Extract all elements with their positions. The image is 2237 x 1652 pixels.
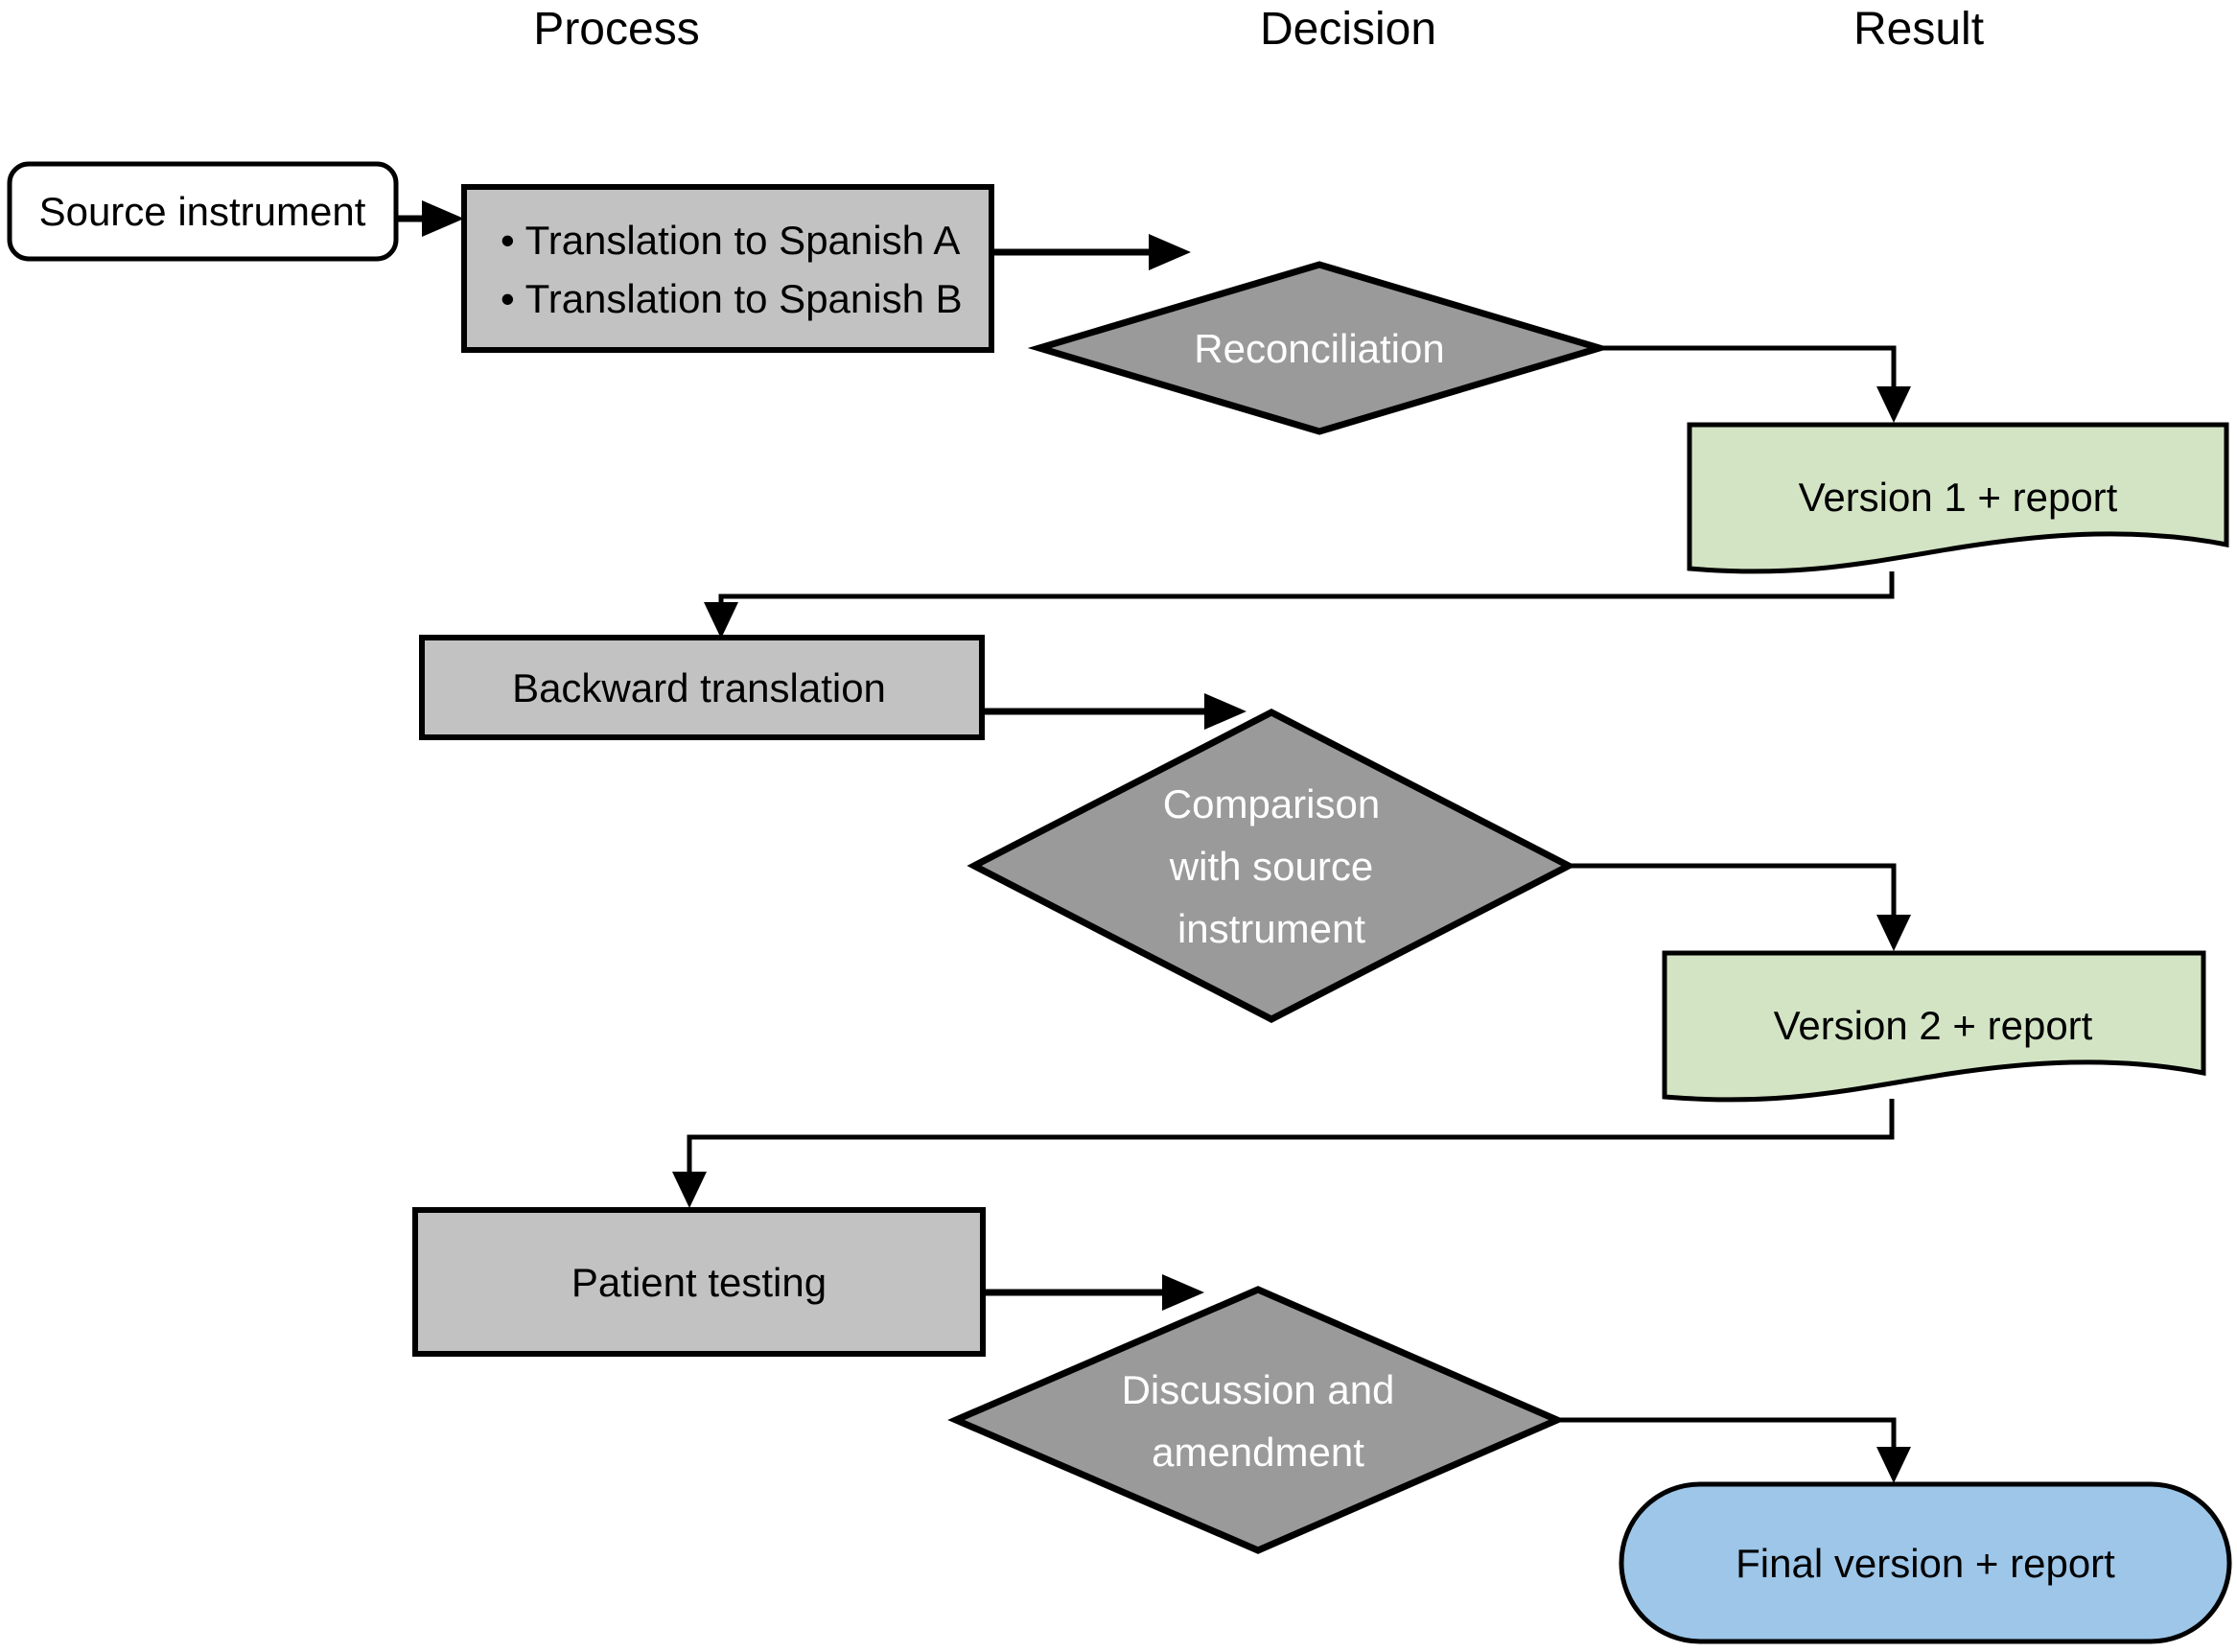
arrowhead-source-to-translation — [422, 200, 464, 237]
backward-translation-label: Backward translation — [512, 665, 886, 710]
connector-comparison-to-version2 — [1569, 863, 1897, 919]
arrowhead-patient-to-discussion — [1162, 1274, 1204, 1311]
reconciliation-label: Reconciliation — [1194, 326, 1444, 371]
connector-reconciliation-to-version1 — [1599, 345, 1897, 391]
patient-testing-label: Patient testing — [571, 1260, 827, 1305]
discussion-decision-node — [947, 1286, 1566, 1554]
discussion-label-line1: Discussion and — [1122, 1367, 1395, 1412]
column-header-decision: Decision — [1260, 4, 1436, 55]
comparison-label-line1: Comparison — [1163, 781, 1380, 826]
translation-b-label: • Translation to Spanish B — [501, 276, 963, 321]
version2-document-node — [1662, 950, 2206, 1103]
connector-version1-to-backward — [718, 571, 1895, 607]
arrowhead-into-patient — [672, 1172, 707, 1208]
patient-testing-node — [412, 1207, 986, 1357]
connector-discussion-to-final — [1557, 1417, 1897, 1452]
version1-label: Version 1 + report — [1799, 475, 2118, 520]
comparison-label-line2: with source — [1169, 844, 1373, 889]
final-version-label: Final version + report — [1736, 1541, 2115, 1586]
column-header-result: Result — [1853, 4, 1984, 55]
version2-label: Version 2 + report — [1774, 1003, 2093, 1048]
arrowhead-into-version2 — [1876, 915, 1911, 951]
backward-translation-node — [419, 635, 985, 740]
version1-document-node — [1687, 422, 2229, 574]
column-header-process: Process — [533, 4, 699, 55]
comparison-label-line3: instrument — [1177, 906, 1365, 951]
connector-version2-to-patient — [687, 1099, 1895, 1175]
arrowhead-into-version1 — [1876, 386, 1911, 423]
arrowhead-backward-to-comparison — [1204, 693, 1247, 730]
arrowhead-into-final — [1876, 1447, 1911, 1483]
translation-process-node — [461, 184, 994, 353]
arrowhead-translation-to-reconciliation — [1149, 234, 1191, 270]
translation-a-label: • Translation to Spanish A — [501, 218, 960, 263]
arrowhead-into-backward — [704, 602, 738, 639]
discussion-label-line2: amendment — [1152, 1430, 1364, 1475]
source-instrument-label: Source instrument — [39, 189, 366, 234]
source-instrument-node — [7, 161, 399, 262]
final-version-node — [1619, 1481, 2232, 1644]
